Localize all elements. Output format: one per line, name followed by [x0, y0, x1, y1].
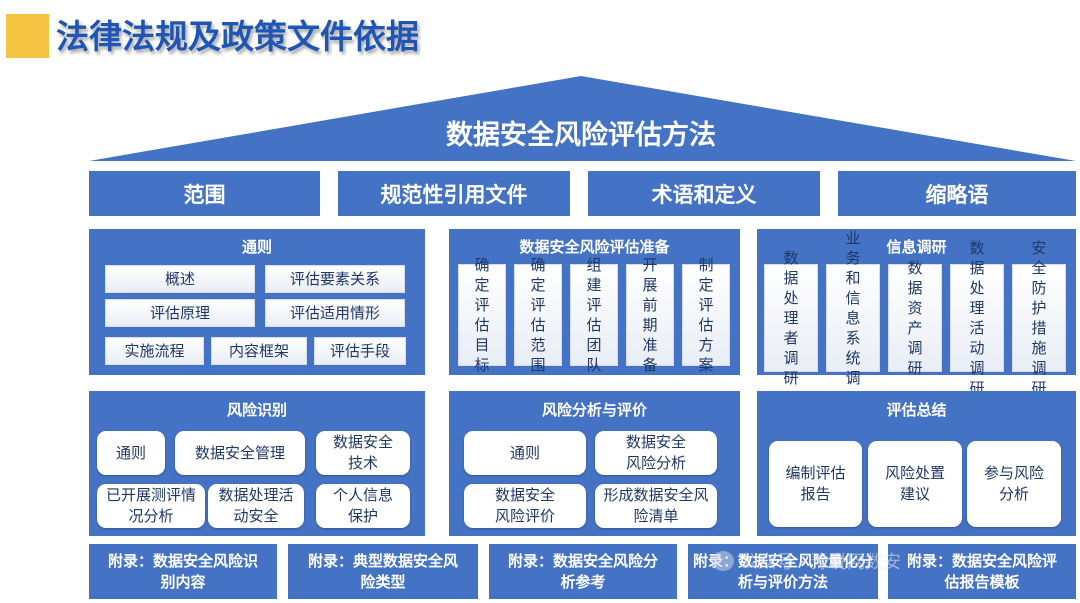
header-box-terms: 术语和定义	[588, 171, 820, 216]
roof-shape	[89, 76, 1076, 161]
panel-investigation: 信息调研 数据处理者调研 业务和信息系统调研 数据资产调研 数据处理活动调研 安…	[757, 229, 1076, 407]
identification-item: 数据安全管理	[175, 431, 305, 475]
panel-identification-title: 风险识别	[226, 400, 287, 419]
general-item: 评估要素关系	[265, 265, 405, 293]
general-item: 评估原理	[105, 299, 255, 327]
summary-item: 参与风险分析	[967, 441, 1061, 527]
preparation-item: 确定评估目标	[458, 256, 506, 374]
panel-summary: 评估总结 编制评估报告 风险处置建议 参与风险分析	[757, 391, 1076, 536]
general-item: 实施流程	[105, 337, 204, 365]
investigation-item: 数据处理活动调研	[950, 239, 1004, 397]
analysis-item: 形成数据安全风险清单	[595, 484, 717, 528]
panel-general-title: 通则	[241, 237, 272, 256]
general-item: 概述	[105, 265, 255, 293]
title-accent-square	[6, 14, 49, 58]
panel-general: 通则 概述 评估要素关系 评估原理 评估适用情形 实施流程 内容框架 评估手段	[89, 229, 425, 375]
panel-analysis-title: 风险分析与评价	[541, 400, 647, 419]
preparation-item: 开展前期准备	[626, 256, 674, 374]
general-item: 评估手段	[314, 337, 406, 365]
analysis-item: 数据安全风险评价	[464, 484, 586, 528]
investigation-item: 数据处理者调研	[764, 249, 818, 387]
analysis-item: 数据安全风险分析	[595, 431, 717, 475]
identification-item: 数据处理活动安全	[208, 484, 304, 528]
panel-preparation: 数据安全风险评估准备 确定评估目标 确定评估范围 组建评估团队 开展前期准备 制…	[449, 229, 740, 375]
investigation-item: 安全防护措施调研	[1012, 239, 1066, 397]
preparation-item: 制定评估方案	[682, 256, 730, 374]
roof-title: 数据安全风险评估方法	[446, 119, 716, 151]
header-box-abbreviations: 缩略语	[838, 171, 1076, 216]
appendix-box: 附录：数据安全风险分析参考	[489, 544, 677, 599]
summary-item: 编制评估报告	[769, 441, 862, 527]
investigation-item: 业务和信息系统调研	[826, 229, 880, 407]
page-title: 法律法规及政策文件依据	[56, 17, 419, 56]
identification-item: 已开展测评情况分析	[97, 484, 205, 528]
panel-investigation-title: 信息调研	[886, 237, 947, 256]
appendix-box: 附录：数据安全风险评估报告模板	[888, 544, 1076, 599]
analysis-item: 通则	[464, 431, 586, 475]
general-item: 评估适用情形	[265, 299, 405, 327]
identification-item: 通则	[97, 431, 165, 475]
appendix-box: 附录：数据安全风险识别内容	[89, 544, 277, 599]
identification-item: 个人信息保护	[316, 484, 410, 528]
summary-item: 风险处置建议	[868, 441, 962, 527]
panel-analysis: 风险分析与评价 通则 数据安全风险分析 数据安全风险评价 形成数据安全风险清单	[449, 391, 740, 536]
watermark: 公众号 · 豫说网数安	[712, 548, 901, 574]
investigation-item: 数据资产调研	[888, 259, 942, 377]
appendix-box: 附录：典型数据安全风险类型	[288, 544, 478, 599]
panel-summary-title: 评估总结	[886, 400, 947, 419]
panel-identification: 风险识别 通则 数据安全管理 数据安全技术 已开展测评情况分析 数据处理活动安全…	[89, 391, 425, 536]
header-box-scope: 范围	[89, 171, 320, 216]
panel-preparation-title: 数据安全风险评估准备	[519, 237, 670, 256]
identification-item: 数据安全技术	[316, 431, 410, 475]
preparation-item: 组建评估团队	[570, 256, 618, 374]
watermark-text: 公众号 · 豫说网数安	[740, 552, 902, 573]
preparation-item: 确定评估范围	[514, 256, 562, 374]
header-box-normative-references: 规范性引用文件	[338, 171, 570, 216]
wechat-icon	[712, 551, 734, 571]
general-item: 内容框架	[211, 337, 307, 365]
